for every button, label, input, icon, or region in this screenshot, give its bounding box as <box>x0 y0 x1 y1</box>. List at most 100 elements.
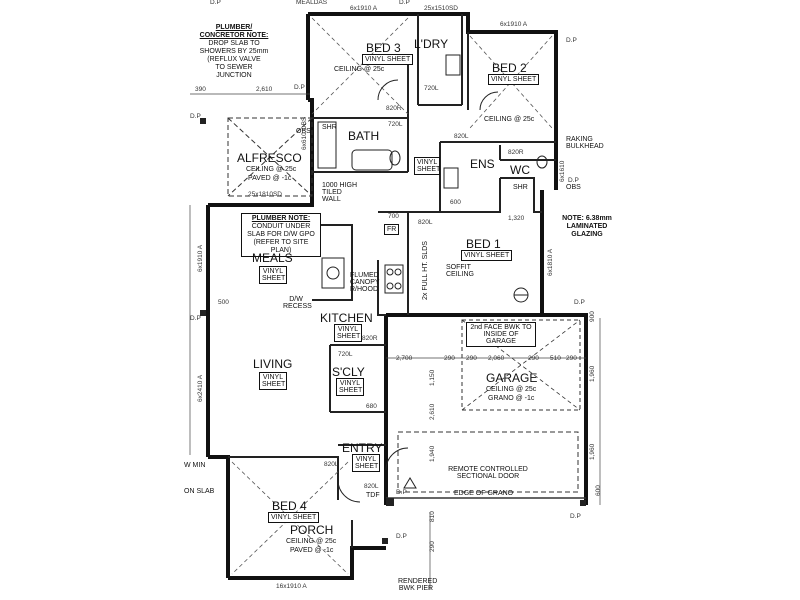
wall-fr <box>378 211 409 260</box>
internal-walls <box>228 14 556 548</box>
plumber-note-1-line: SHOWERS BY 25mm <box>199 48 269 56</box>
room-living-finish: VINYL SHEET <box>259 372 287 390</box>
dp-label: D.P <box>574 299 585 306</box>
dim-720l-ldry: 720L <box>424 85 439 92</box>
door-swing-garage <box>385 447 409 471</box>
laundry-tub <box>445 54 461 76</box>
room-kitchen-finish: VINYL SHEET <box>334 324 362 342</box>
dim-290-c: 290 <box>528 355 539 362</box>
dim-600-b: 600 <box>595 485 602 496</box>
wall-kitchen-bench <box>312 224 353 301</box>
top-window-dim-2: 25x1510SD <box>424 5 458 12</box>
wall-entry-bed4 <box>228 456 339 500</box>
sink-kitchen <box>321 257 345 289</box>
room-bed3-finish: VINYL SHEET <box>362 54 414 65</box>
room-entry-finish: VINYL SHEET <box>352 454 380 472</box>
dimension-lines <box>189 93 601 590</box>
dim-290-a: 290 <box>444 355 455 362</box>
annotation-on-slab: ON SLAB <box>184 488 215 495</box>
plumber-note-1-line: DROP SLAB TO <box>208 40 260 48</box>
door-swing-bed3 <box>377 79 399 101</box>
plumber-note-2: PLUMBER NOTE: CONDUIT UNDER SLAB FOR D/W… <box>241 213 321 258</box>
room-ldry-name: L'DRY <box>414 37 449 51</box>
annotation-fr: FR <box>384 224 400 235</box>
room-alfresco-ceiling: CEILING @ 25c <box>246 166 297 173</box>
plumber-note-1-line: (REFLUX VALVE <box>207 56 261 64</box>
dim-820r-kitchen: 820R <box>362 335 378 342</box>
dim-side-6x1910a: 6x1910 A <box>197 244 204 272</box>
dim-820l-bed1: 820L <box>418 219 433 226</box>
dp-label: D.P <box>190 113 201 120</box>
dp-label: D.P <box>396 489 407 496</box>
room-shr2: SHR <box>513 184 528 191</box>
dim-side-6x2410a: 6x2410 A <box>197 374 204 402</box>
plumber-note-1: PLUMBER/ CONCRETOR NOTE: DROP SLAB TO SH… <box>198 24 270 80</box>
annotation-obs-2: OBS <box>566 184 581 191</box>
plumber-note-1-line: TO SEWER JUNCTION <box>215 64 253 80</box>
annotation-flumed-canopy: FLUMED CANOPY R/HOOD <box>350 272 380 293</box>
laminated-note-line: GLAZING <box>571 231 603 239</box>
room-bed2-name: BED 2 <box>492 61 527 75</box>
sink-bowl <box>326 266 340 280</box>
dim-700: 700 <box>388 213 399 220</box>
dim-1940: 1,940 <box>429 445 436 462</box>
room-bed3-ceiling: CEILING @ 25c <box>334 66 385 73</box>
alfresco-area <box>227 117 313 197</box>
annotation-tdf: TDF <box>366 492 380 499</box>
plumber-note-2-line: (REFER TO SITE PLAN) <box>253 239 309 255</box>
dim-900: 900 <box>589 311 596 322</box>
dim-side-6x610: 6x610 OBS <box>301 116 308 150</box>
dim-2610: 2,610 <box>256 86 273 93</box>
dim-290-d: 290 <box>566 355 577 362</box>
dim-side-6x1610: 6x1610 <box>559 160 566 182</box>
dim-1320: 1,320 <box>508 215 525 222</box>
dim-500: 500 <box>218 299 229 306</box>
wall-kitchen-right <box>377 260 386 316</box>
plumber-note-2-line: CONDUIT UNDER <box>251 223 311 231</box>
annotation-tiled-wall: 1000 HIGH TILED WALL <box>322 182 358 203</box>
annotation-obs-1: OBS <box>296 128 311 135</box>
annotation-full-ht-slds: 2x FULL HT. SLDS <box>422 241 429 300</box>
room-bath-name: BATH <box>348 129 380 143</box>
room-alfresco-name: ALFRESCO <box>237 151 302 165</box>
dim-820r-ens: 820R <box>508 149 524 156</box>
dp-label: D.P <box>294 84 305 91</box>
room-meals-name: MEALS <box>252 251 293 265</box>
door-swing-entry <box>337 479 361 503</box>
room-bed2-finish: VINYL SHEET <box>488 74 540 85</box>
room-porch-name: PORCH <box>290 523 334 537</box>
wall-bed4-left <box>208 455 230 578</box>
shower-bath <box>317 121 337 169</box>
plumber-note-2-title: PLUMBER NOTE: <box>251 215 311 222</box>
room-meals-finish: VINYL SHEET <box>259 266 287 284</box>
dp-label: D.P <box>570 513 581 520</box>
piers <box>200 118 586 544</box>
dim-290-b: 290 <box>466 355 477 362</box>
top-window-dim-3: 6x1910 A <box>500 21 528 28</box>
garage-diag2 <box>461 319 581 411</box>
room-entry-name: ENTRY <box>342 441 383 455</box>
room-kitchen-name: KITCHEN <box>320 311 373 325</box>
top-dp: D.P <box>399 0 410 6</box>
room-garage-ceiling: CEILING @ 25c <box>486 386 537 393</box>
annotation-rendered-pier: RENDERED BWK PIER <box>398 578 438 592</box>
laminated-note-line: LAMINATED <box>566 223 608 231</box>
laminated-glazing-note: NOTE: 6.38mm LAMINATED GLAZING <box>562 215 612 239</box>
alfresco-outline <box>227 117 313 197</box>
toilet-bath <box>389 150 401 166</box>
dp-label: D.P <box>396 533 407 540</box>
dim-side-6x1810a: 6x1810 A <box>547 248 554 276</box>
top-window-dim-1: 6x1910 A <box>350 5 378 12</box>
plumber-note-2-line: SLAB FOR D/W GPO <box>247 231 315 239</box>
room-scly-finish: VINYL SHEET <box>336 378 364 396</box>
dim-810: 810 <box>429 511 436 522</box>
cooktop <box>384 264 404 294</box>
plumber-note-1-title: PLUMBER/ CONCRETOR NOTE: <box>199 24 269 40</box>
wall-bed4-bottom <box>228 546 386 580</box>
wall-shr2 <box>500 177 542 213</box>
room-porch-paved: PAVED @ -1c <box>290 547 334 554</box>
room-porch-ceiling: CEILING @ 25c <box>286 538 337 545</box>
wc-toilet <box>536 155 548 169</box>
dim-side-25x1810sd: 25x1810SD <box>248 191 282 198</box>
